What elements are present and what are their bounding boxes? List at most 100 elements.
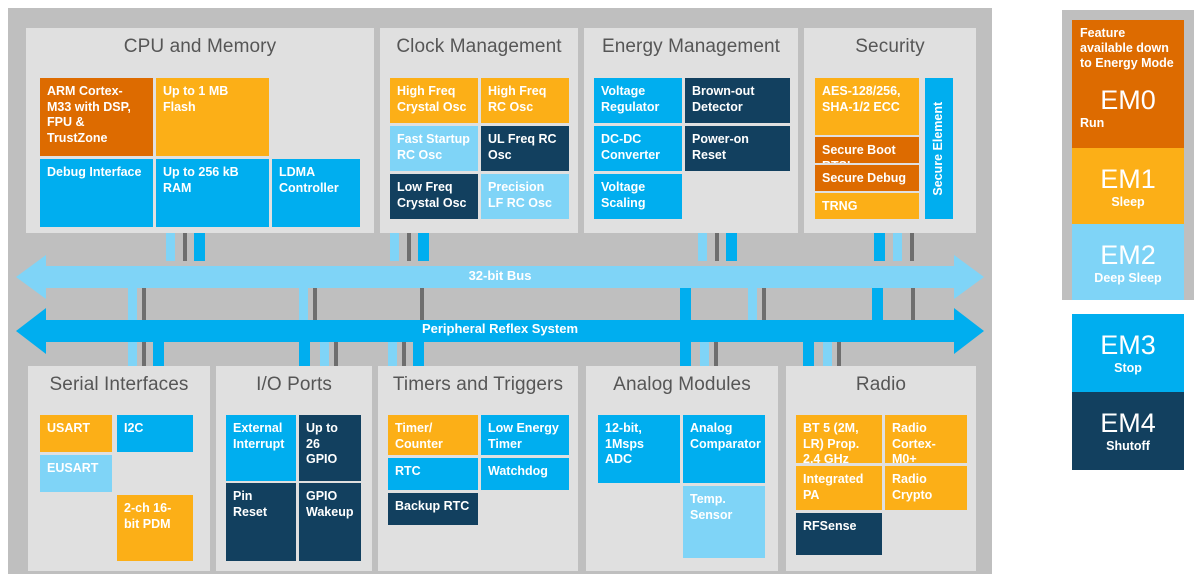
- bus-prs-arrow: [16, 308, 984, 354]
- block-pin-reset[interactable]: Pin Reset: [226, 483, 296, 561]
- energy-mode-legend: Feature available down to Energy Mode EM…: [1062, 10, 1194, 300]
- legend-item-em2[interactable]: EM2 Deep Sleep: [1072, 224, 1184, 300]
- legend-item-em4[interactable]: EM4 Shutoff: [1072, 392, 1184, 470]
- connector-mid-shadow-5: [911, 288, 915, 320]
- block-brown-out-detector[interactable]: Brown-out Detector: [685, 78, 790, 123]
- legend-em2-name: Deep Sleep: [1094, 271, 1162, 285]
- connector-mid-lblue-3: [748, 288, 757, 320]
- block-timer-counter[interactable]: Timer/ Counter: [388, 415, 478, 455]
- connector-mid-lblue-1: [128, 288, 137, 320]
- bus-32bit: 32-bit Bus: [16, 249, 984, 305]
- group-energy-management: Energy Management Voltage Regulator Brow…: [584, 28, 798, 233]
- block-radio-crypto[interactable]: Radio Crypto: [885, 466, 967, 510]
- connector-radio-bus-lblue: [823, 342, 832, 368]
- connector-mid-shadow-2: [313, 288, 317, 320]
- legend-em1-code: EM1: [1100, 164, 1156, 194]
- connector-energy-bus-shadow: [715, 233, 719, 261]
- block-voltage-regulator[interactable]: Voltage Regulator: [594, 78, 682, 123]
- legend-item-em1[interactable]: EM1 Sleep: [1072, 148, 1184, 224]
- connector-io-prs-blue: [299, 342, 310, 368]
- block-gpio-count[interactable]: Up to 26 GPIO: [299, 415, 361, 481]
- block-high-freq-rc-osc[interactable]: High Freq RC Osc: [481, 78, 569, 123]
- connector-serial-prs-blue: [153, 342, 164, 368]
- block-gpio-wakeup[interactable]: GPIO Wakeup: [299, 483, 361, 561]
- connector-clock-prs-blue: [418, 233, 429, 261]
- legend-em4-code: EM4: [1100, 408, 1156, 438]
- connector-cpu-prs-blue: [194, 233, 205, 261]
- block-pdm[interactable]: 2-ch 16-bit PDM: [117, 495, 193, 561]
- legend-item-em0[interactable]: Feature available down to Energy Mode EM…: [1072, 20, 1184, 148]
- block-trng[interactable]: TRNG: [815, 193, 919, 219]
- connector-serial-bus-shadow: [142, 342, 146, 368]
- bus-32bit-label: 32-bit Bus: [468, 268, 532, 283]
- group-title-serial-interfaces: Serial Interfaces: [49, 374, 189, 395]
- block-flash[interactable]: Up to 1 MB Flash: [156, 78, 269, 156]
- group-serial-interfaces: Serial Interfaces USART I2C EUSART 2-ch …: [28, 366, 210, 571]
- bus-prs: Peripheral Reflex System: [16, 304, 984, 358]
- connector-timers-bus-lblue: [388, 342, 397, 368]
- group-title-radio: Radio: [855, 374, 907, 395]
- block-power-on-reset[interactable]: Power-on Reset: [685, 126, 790, 171]
- connector-clock-bus-lblue: [390, 233, 399, 261]
- connector-timers-prs-blue: [413, 342, 424, 368]
- legend-item-em3[interactable]: EM3 Stop: [1072, 314, 1184, 392]
- block-rfsense[interactable]: RFSense: [796, 513, 882, 555]
- block-bt5-prop[interactable]: BT 5 (2M, LR) Prop. 2.4 GHz: [796, 415, 882, 463]
- block-low-freq-crystal-osc[interactable]: Low Freq Crystal Osc: [390, 174, 478, 219]
- block-integrated-pa[interactable]: Integrated PA: [796, 466, 882, 510]
- block-backup-rtc[interactable]: Backup RTC: [388, 493, 478, 525]
- block-low-energy-timer[interactable]: Low Energy Timer: [481, 415, 569, 455]
- connector-security-prs-blue: [874, 233, 885, 261]
- block-radio-cortex-m0plus[interactable]: Radio Cortex-M0+: [885, 415, 967, 463]
- block-high-freq-crystal-osc[interactable]: High Freq Crystal Osc: [390, 78, 478, 123]
- group-timers-and-triggers: Timers and Triggers Timer/ Counter Low E…: [378, 366, 578, 571]
- connector-analog-prs-blue: [680, 342, 691, 368]
- block-arm-cortex-m33[interactable]: ARM Cortex-M33 with DSP, FPU & TrustZone: [40, 78, 153, 156]
- legend-caption: Feature available down to Energy Mode: [1080, 26, 1174, 70]
- legend-em2-code: EM2: [1100, 240, 1156, 270]
- block-precision-lf-rc-osc[interactable]: Precision LF RC Osc: [481, 174, 569, 219]
- block-adc[interactable]: 12-bit, 1Msps ADC: [598, 415, 680, 483]
- block-voltage-scaling[interactable]: Voltage Scaling: [594, 174, 682, 219]
- connector-security-bus-lblue: [893, 233, 902, 261]
- secure-element-label-wrap: Secure Element: [925, 78, 953, 219]
- group-title-io-ports: I/O Ports: [256, 374, 332, 395]
- block-watchdog[interactable]: Watchdog: [481, 458, 569, 490]
- connector-timers-bus-shadow: [402, 342, 406, 368]
- block-rtc[interactable]: RTC: [388, 458, 478, 490]
- group-title-security: Security: [855, 36, 925, 57]
- group-clock-management: Clock Management High Freq Crystal Osc H…: [380, 28, 578, 233]
- block-ul-freq-rc-osc[interactable]: UL Freq RC Osc: [481, 126, 569, 171]
- block-secure-debug[interactable]: Secure Debug: [815, 165, 919, 191]
- group-io-ports: I/O Ports External Interrupt Up to 26 GP…: [216, 366, 372, 571]
- block-aes-sha-ecc[interactable]: AES-128/256, SHA-1/2 ECC: [815, 78, 919, 135]
- block-external-interrupt[interactable]: External Interrupt: [226, 415, 296, 481]
- block-ram[interactable]: Up to 256 kB RAM: [156, 159, 269, 227]
- connector-mid-lblue-2: [299, 288, 308, 320]
- legend-em1-name: Sleep: [1111, 195, 1145, 209]
- block-ldma-controller[interactable]: LDMA Controller: [272, 159, 360, 227]
- group-title-analog-modules: Analog Modules: [613, 374, 751, 395]
- legend-em3-name: Stop: [1114, 361, 1142, 375]
- block-eusart[interactable]: EUSART: [40, 455, 112, 492]
- bus-32bit-arrow: [16, 255, 984, 299]
- block-temp-sensor[interactable]: Temp. Sensor: [683, 486, 765, 558]
- block-secure-boot-rtsl[interactable]: Secure Boot RTSL: [815, 137, 919, 163]
- connector-security-bus-shadow: [910, 233, 914, 261]
- connector-cpu-bus-lblue: [166, 233, 175, 261]
- block-i2c[interactable]: I2C: [117, 415, 193, 452]
- block-dc-dc-converter[interactable]: DC-DC Converter: [594, 126, 682, 171]
- legend-em0-name: Run: [1080, 116, 1105, 130]
- block-analog-comparator[interactable]: Analog Comparator: [683, 415, 765, 483]
- group-title-clock-management: Clock Management: [396, 36, 562, 57]
- connector-mid-shadow-1: [142, 288, 146, 320]
- block-fast-startup-rc-osc[interactable]: Fast Startup RC Osc: [390, 126, 478, 171]
- group-title-energy-management: Energy Management: [601, 36, 781, 57]
- block-secure-element[interactable]: Secure Element: [925, 78, 953, 219]
- connector-io-bus-shadow: [334, 342, 338, 368]
- connector-serial-bus-lblue: [128, 342, 137, 368]
- block-usart[interactable]: USART: [40, 415, 112, 452]
- block-debug-interface[interactable]: Debug Interface: [40, 159, 153, 227]
- diagram-canvas: CPU and Memory ARM Cortex-M33 with DSP, …: [8, 8, 992, 574]
- legend-em4-name: Shutoff: [1106, 439, 1150, 453]
